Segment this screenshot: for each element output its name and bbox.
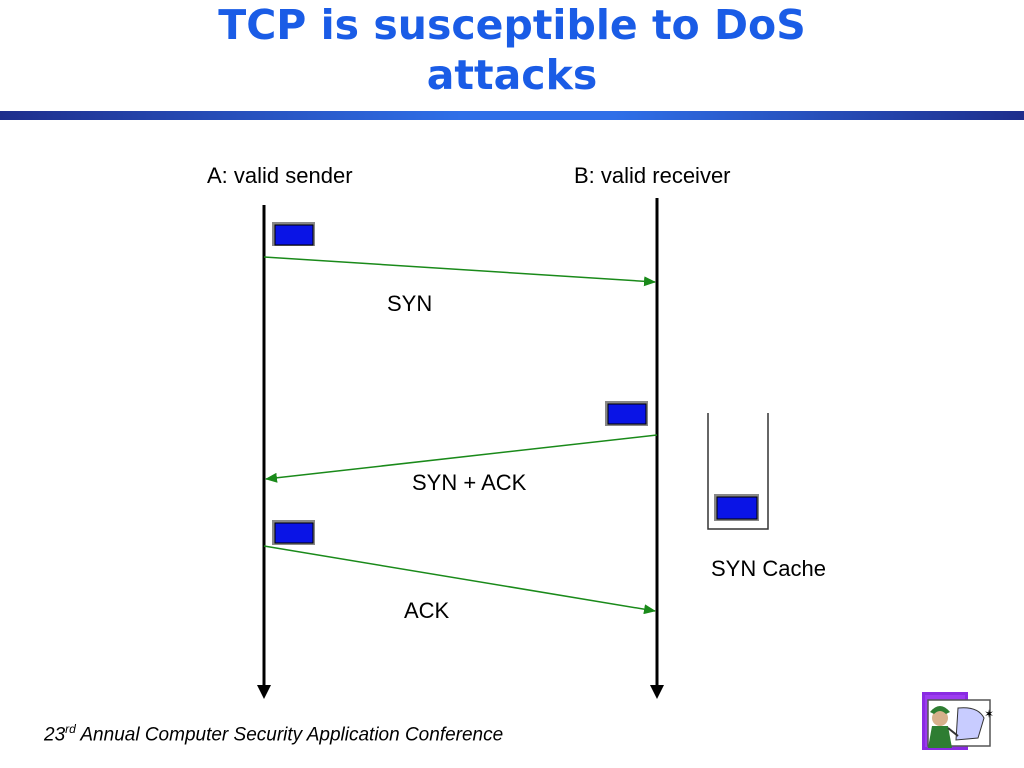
- footer-ordinal: rd: [65, 722, 76, 736]
- title-line-2: attacks: [426, 51, 598, 99]
- syn-ack-label: SYN + ACK: [412, 470, 527, 495]
- packet-icon: [605, 401, 648, 426]
- ack-arrow: [263, 545, 656, 615]
- svg-text:✶: ✶: [984, 707, 994, 721]
- title-divider: [0, 111, 1024, 120]
- conference-logo-icon: ✶: [922, 692, 994, 750]
- title-line-1: TCP is susceptible to DoS: [218, 1, 806, 49]
- syn-arrow: [263, 256, 656, 287]
- syn-ack-arrow: [265, 434, 658, 483]
- syn-label: SYN: [387, 291, 433, 316]
- syn-cache-container: [707, 413, 769, 530]
- slide-title: TCP is susceptible to DoS attacks: [0, 0, 1024, 100]
- receiver-timeline: [650, 198, 664, 699]
- receiver-label: B: valid receiver: [574, 163, 731, 188]
- footer-number: 23: [44, 724, 66, 746]
- ack-label: ACK: [404, 598, 450, 623]
- sender-timeline: [257, 205, 271, 699]
- sender-label: A: valid sender: [207, 163, 353, 188]
- packet-icon: [272, 520, 315, 545]
- syn-cache-label: SYN Cache: [711, 556, 826, 581]
- packet-icon: [272, 222, 315, 246]
- footer-text: Annual Computer Security Application Con…: [75, 724, 504, 746]
- conference-footer: 23rd Annual Computer Security Applicatio…: [44, 722, 503, 746]
